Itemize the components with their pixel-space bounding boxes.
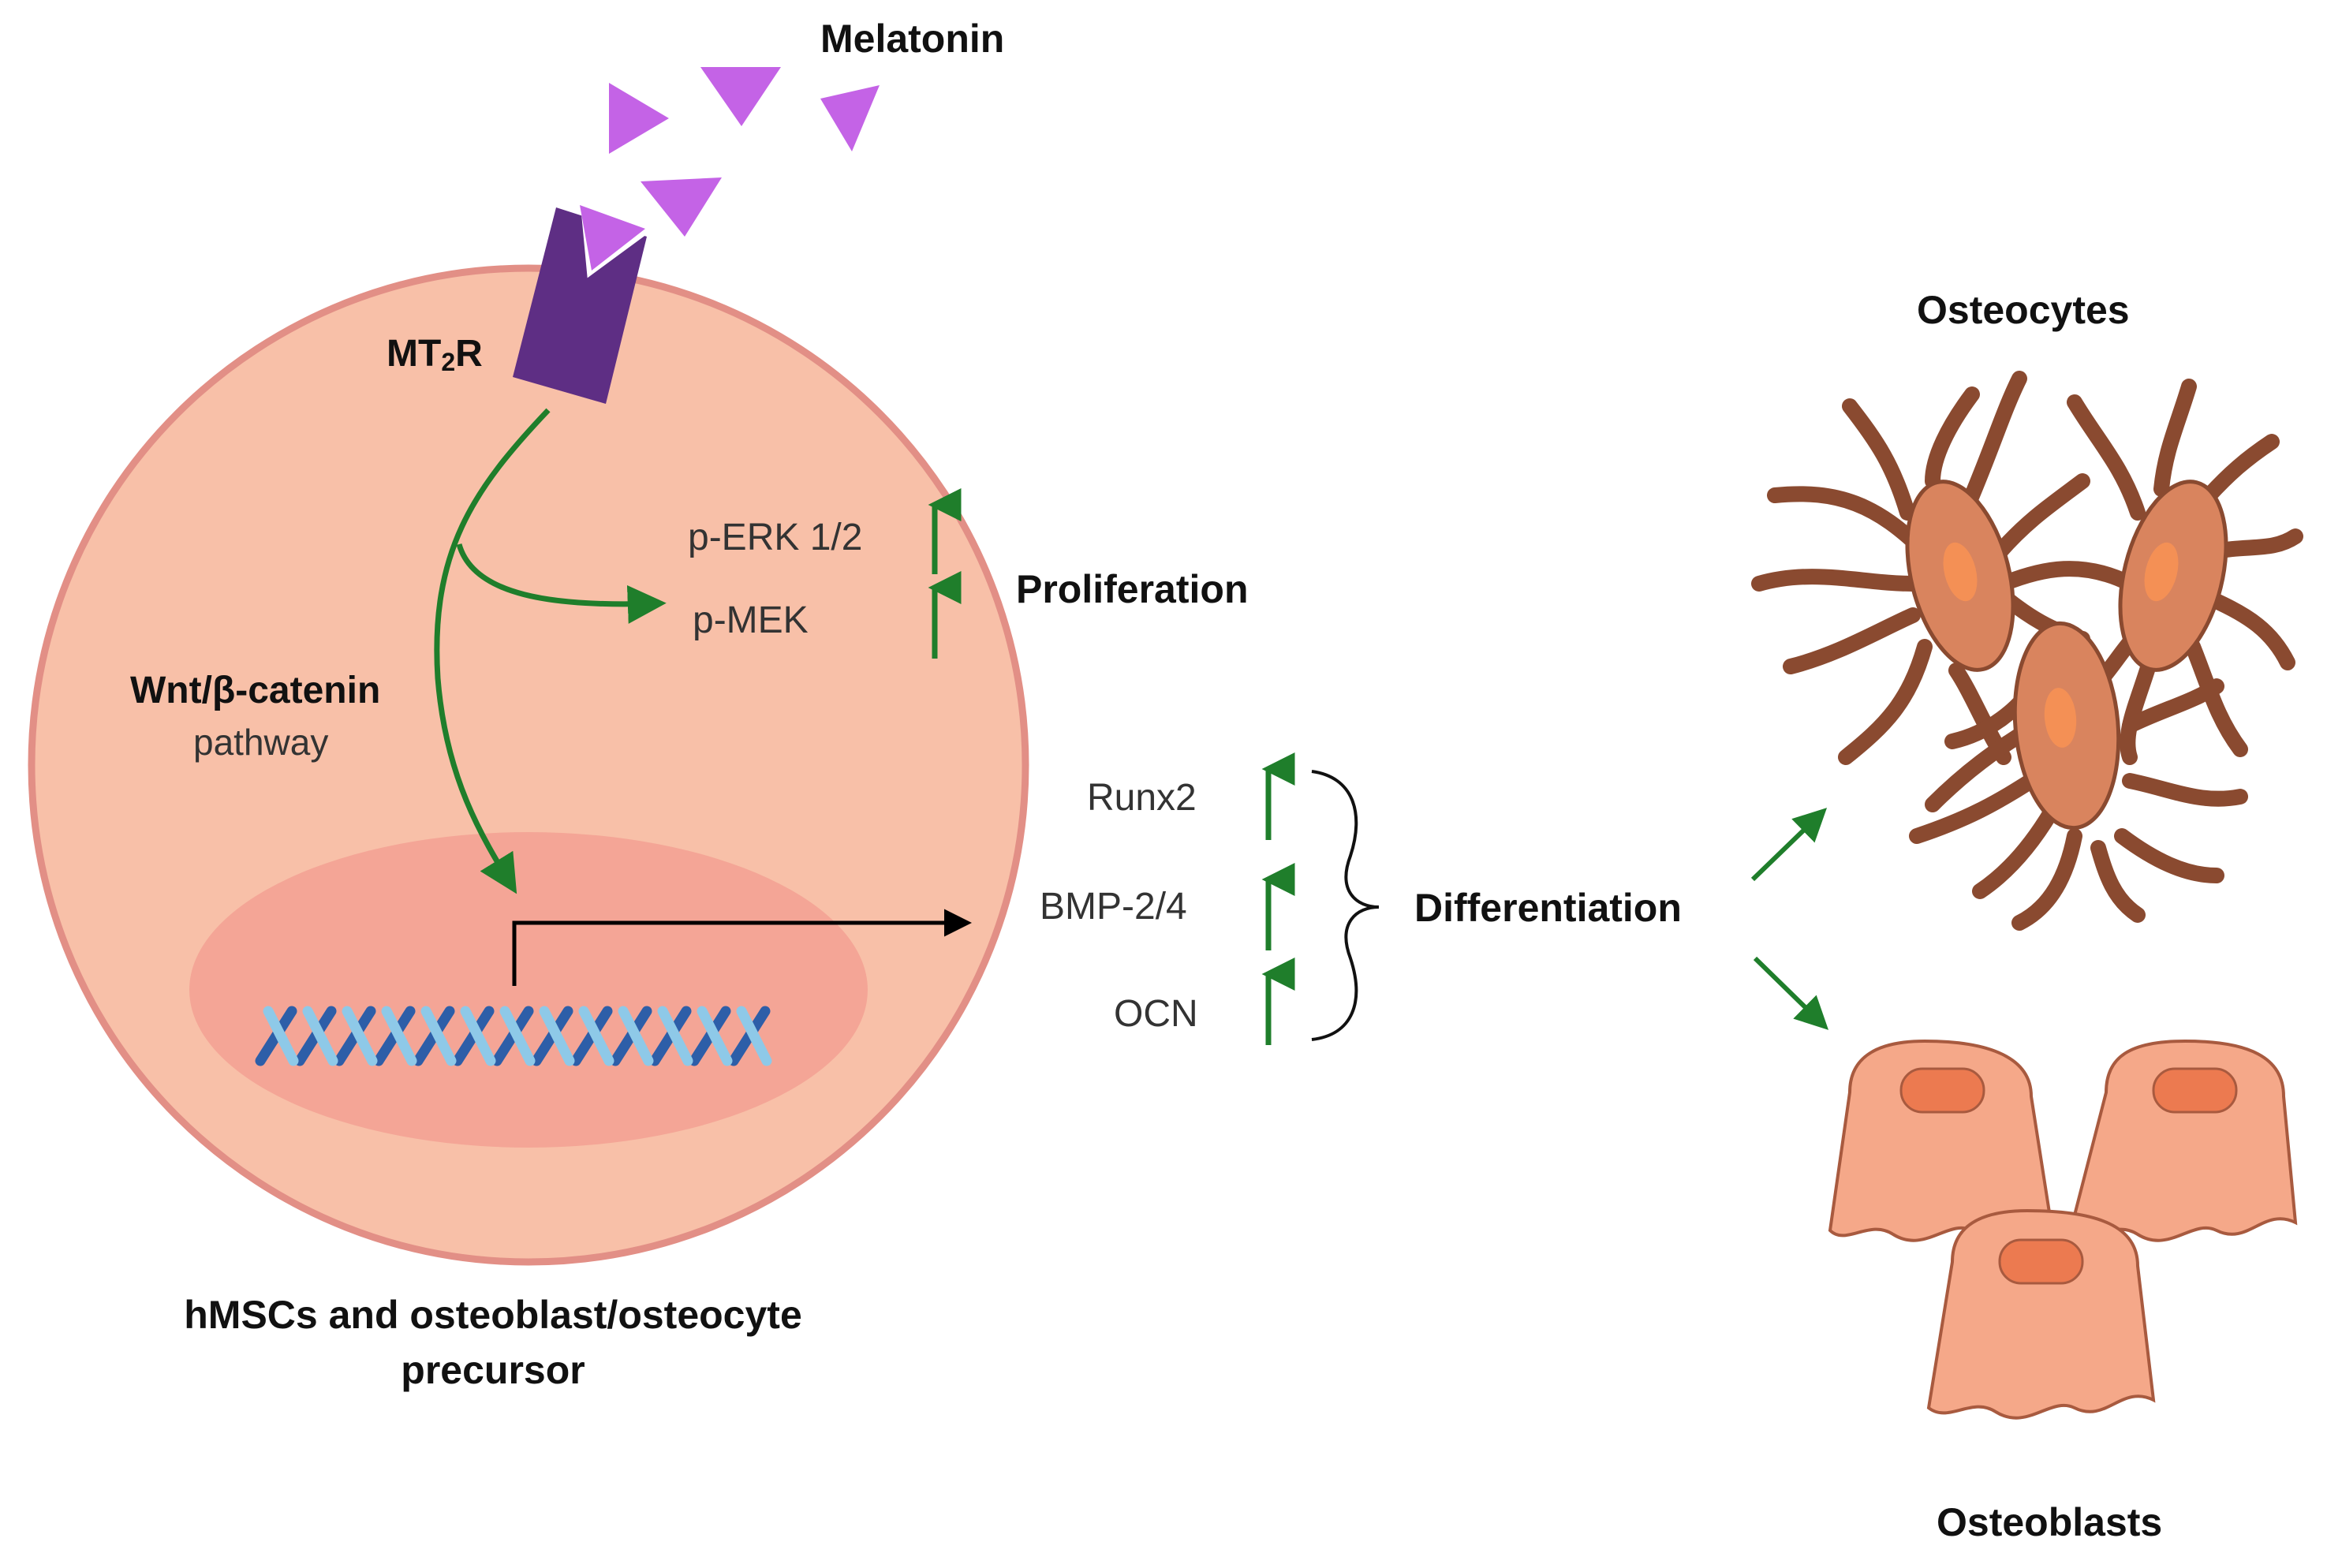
osteoblast-cell	[1926, 1208, 2156, 1420]
osteoblasts-label: Osteoblasts	[1937, 1500, 2163, 1544]
wnt-label: Wnt/β-catenin	[130, 670, 381, 711]
melatonin-molecules	[580, 67, 880, 271]
mek-pathway-arrow	[456, 543, 667, 624]
p-erk-label: p-ERK 1/2	[688, 517, 863, 558]
dna-helix	[255, 1006, 772, 1066]
ocn-label: OCN	[1114, 993, 1198, 1035]
osteoblast-nuclei	[1899, 1067, 2238, 1285]
nucleus	[189, 832, 868, 1148]
pathway-label: pathway	[193, 722, 329, 763]
proliferation-label: Proliferation	[1016, 567, 1249, 611]
cell-caption-line2: precursor	[401, 1348, 585, 1392]
osteocytes-label: Osteocytes	[1917, 288, 2130, 332]
transcription-arrow	[512, 909, 972, 986]
mt2r-label: MT2R	[387, 333, 483, 376]
osteocyte-arrow	[1750, 808, 1828, 882]
p-mek-label: p-MEK	[693, 599, 809, 641]
osteoblast-cluster	[1828, 1039, 2298, 1420]
wnt-pathway-arrow	[434, 408, 551, 894]
upregulation-arrows	[928, 488, 1295, 1045]
differentiation-label: Differentiation	[1414, 886, 1682, 930]
osteoblast-cell	[2068, 1039, 2298, 1242]
melatonin-label: Melatonin	[820, 17, 1005, 61]
cell-caption-line1: hMSCs and osteoblast/osteocyte	[184, 1293, 802, 1337]
bmp-label: BMP-2/4	[1040, 886, 1187, 928]
gene-brace	[1311, 770, 1380, 1041]
osteocyte-cluster	[1751, 371, 2303, 931]
runx2-label: Runx2	[1087, 777, 1197, 819]
osteoblast-arrow	[1753, 956, 1829, 1030]
